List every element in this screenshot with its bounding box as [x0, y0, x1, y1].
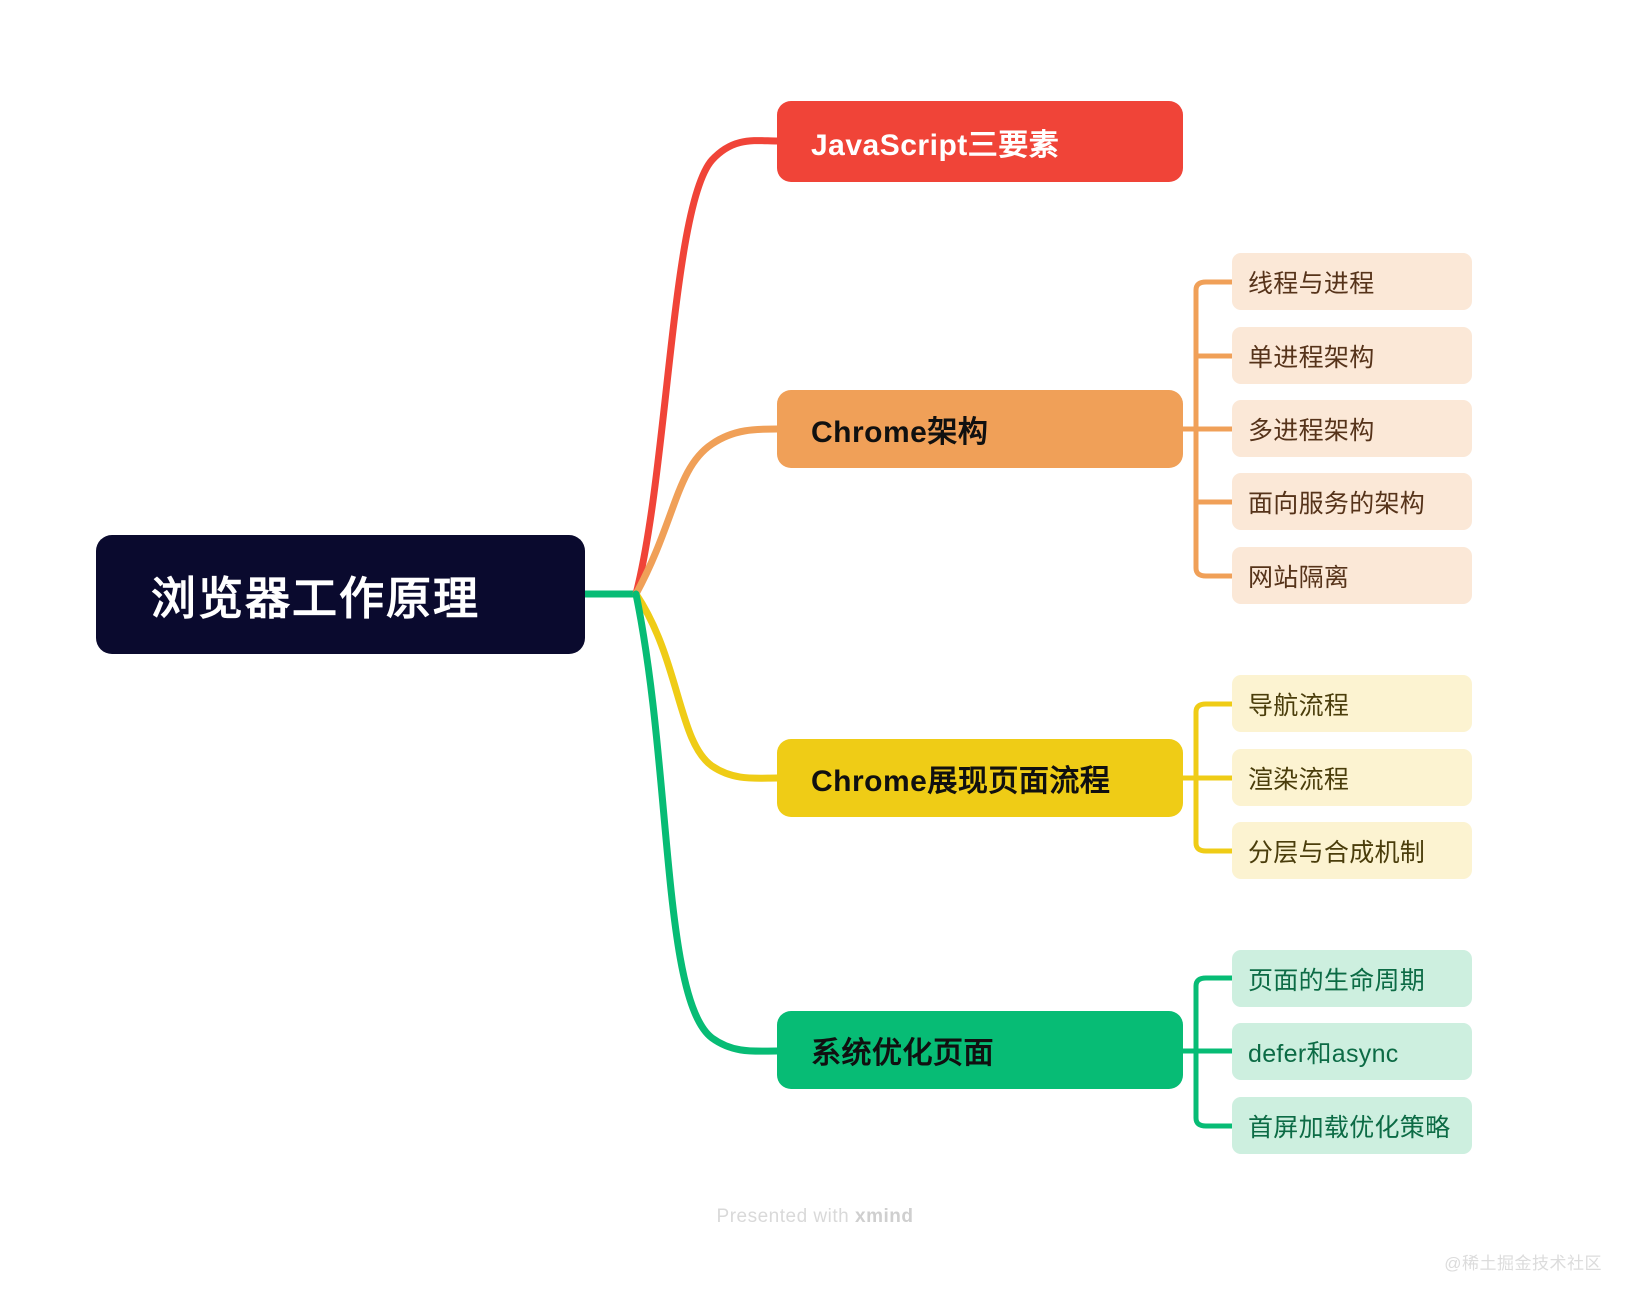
root-node-label: 浏览器工作原理 — [151, 573, 481, 624]
xmind-brand-label: xmind — [855, 1206, 914, 1227]
leaf-node-label: defer和async — [1248, 1039, 1399, 1068]
leaf-node-thread-and-process[interactable]: 线程与进程 — [1232, 253, 1472, 310]
root-node[interactable]: 浏览器工作原理 — [96, 535, 585, 654]
leaf-node-label: 导航流程 — [1248, 691, 1350, 720]
leaf-node-label: 面向服务的架构 — [1248, 489, 1426, 518]
watermark-label: @稀土掘金技术社区 — [1444, 1254, 1602, 1273]
leaf-node-label: 网站隔离 — [1248, 563, 1350, 592]
footer-credit: Presented with xmind — [0, 1206, 1630, 1228]
branch-node-chrome-page-flow-label: Chrome展现页面流程 — [811, 765, 1111, 798]
leaf-node-label: 首屏加载优化策略 — [1248, 1113, 1451, 1142]
leaf-node-defer-and-async[interactable]: defer和async — [1232, 1023, 1472, 1080]
leaf-node-service-oriented-architecture[interactable]: 面向服务的架构 — [1232, 473, 1472, 530]
leaf-node-first-screen-optimization[interactable]: 首屏加载优化策略 — [1232, 1097, 1472, 1154]
footer-credit-prefix: Presented with — [716, 1206, 855, 1227]
branch-node-chrome-page-flow[interactable]: Chrome展现页面流程 — [777, 739, 1183, 817]
branch-node-system-optimization[interactable]: 系统优化页面 — [777, 1011, 1183, 1089]
branch-node-chrome-architecture-label: Chrome架构 — [811, 416, 989, 449]
leaf-node-label: 单进程架构 — [1248, 343, 1375, 372]
branch-node-javascript[interactable]: JavaScript三要素 — [777, 101, 1183, 182]
leaf-node-navigation-flow[interactable]: 导航流程 — [1232, 675, 1472, 732]
leaf-node-layer-and-composite[interactable]: 分层与合成机制 — [1232, 822, 1472, 879]
branch-node-chrome-architecture[interactable]: Chrome架构 — [777, 390, 1183, 468]
leaf-node-label: 渲染流程 — [1248, 765, 1350, 794]
leaf-node-page-lifecycle[interactable]: 页面的生命周期 — [1232, 950, 1472, 1007]
leaf-node-multi-process-architecture[interactable]: 多进程架构 — [1232, 400, 1472, 457]
leaf-node-label: 页面的生命周期 — [1248, 966, 1426, 995]
branch-node-system-optimization-label: 系统优化页面 — [811, 1037, 994, 1070]
branch-node-javascript-label: JavaScript三要素 — [811, 128, 1060, 162]
leaf-node-label: 分层与合成机制 — [1248, 838, 1426, 867]
leaf-node-render-flow[interactable]: 渲染流程 — [1232, 749, 1472, 806]
leaf-node-single-process-architecture[interactable]: 单进程架构 — [1232, 327, 1472, 384]
leaf-node-site-isolation[interactable]: 网站隔离 — [1232, 547, 1472, 604]
leaf-node-label: 多进程架构 — [1248, 416, 1375, 445]
leaf-node-label: 线程与进程 — [1248, 269, 1375, 298]
